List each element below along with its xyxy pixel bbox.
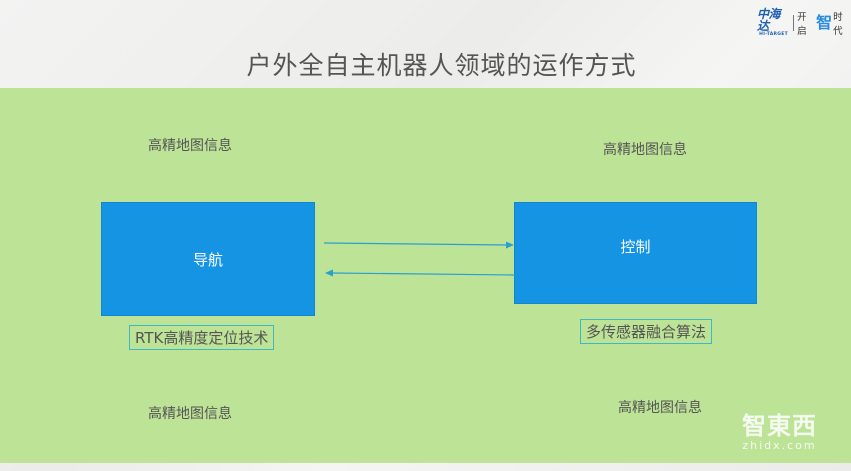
note-top-right: 高精地图信息 xyxy=(603,142,687,158)
note-bottom-right: 高精地图信息 xyxy=(618,400,702,416)
watermark: 智東西 zhidx.com xyxy=(742,414,817,451)
slogan-suffix: 时代 xyxy=(833,12,843,37)
logo-divider xyxy=(793,15,795,31)
node-control: 控制 xyxy=(515,203,756,303)
tag-control: 多传感器融合算法 xyxy=(580,319,713,344)
brand-logo: 中海达 HI-TARGET 开启 智 时代 xyxy=(757,8,851,37)
arrow-control-to-navigation xyxy=(325,269,516,277)
brand-slogan: 开启 智 时代 xyxy=(797,9,851,37)
watermark-cn: 智東西 xyxy=(742,412,817,440)
arrow-navigation-to-control xyxy=(323,241,514,249)
slogan-prefix: 开启 xyxy=(797,12,807,37)
slogan-highlight: 智 xyxy=(816,13,833,32)
note-top-left: 高精地图信息 xyxy=(148,138,232,154)
slide-title: 户外全自主机器人领域的运作方式 xyxy=(246,51,637,80)
node-control-label: 控制 xyxy=(620,237,651,256)
brand-mark: 中海达 HI-TARGET xyxy=(757,8,790,38)
node-navigation-label: 导航 xyxy=(192,250,223,269)
brand-name-cn: 中海达 xyxy=(757,7,781,34)
tag-navigation: RTK高精度定位技术 xyxy=(129,325,275,350)
node-navigation: 导航 xyxy=(102,203,314,315)
watermark-en: zhidx.com xyxy=(742,439,817,452)
note-bottom-left: 高精地图信息 xyxy=(148,406,232,422)
brand-name-en: HI-TARGET xyxy=(759,32,789,38)
